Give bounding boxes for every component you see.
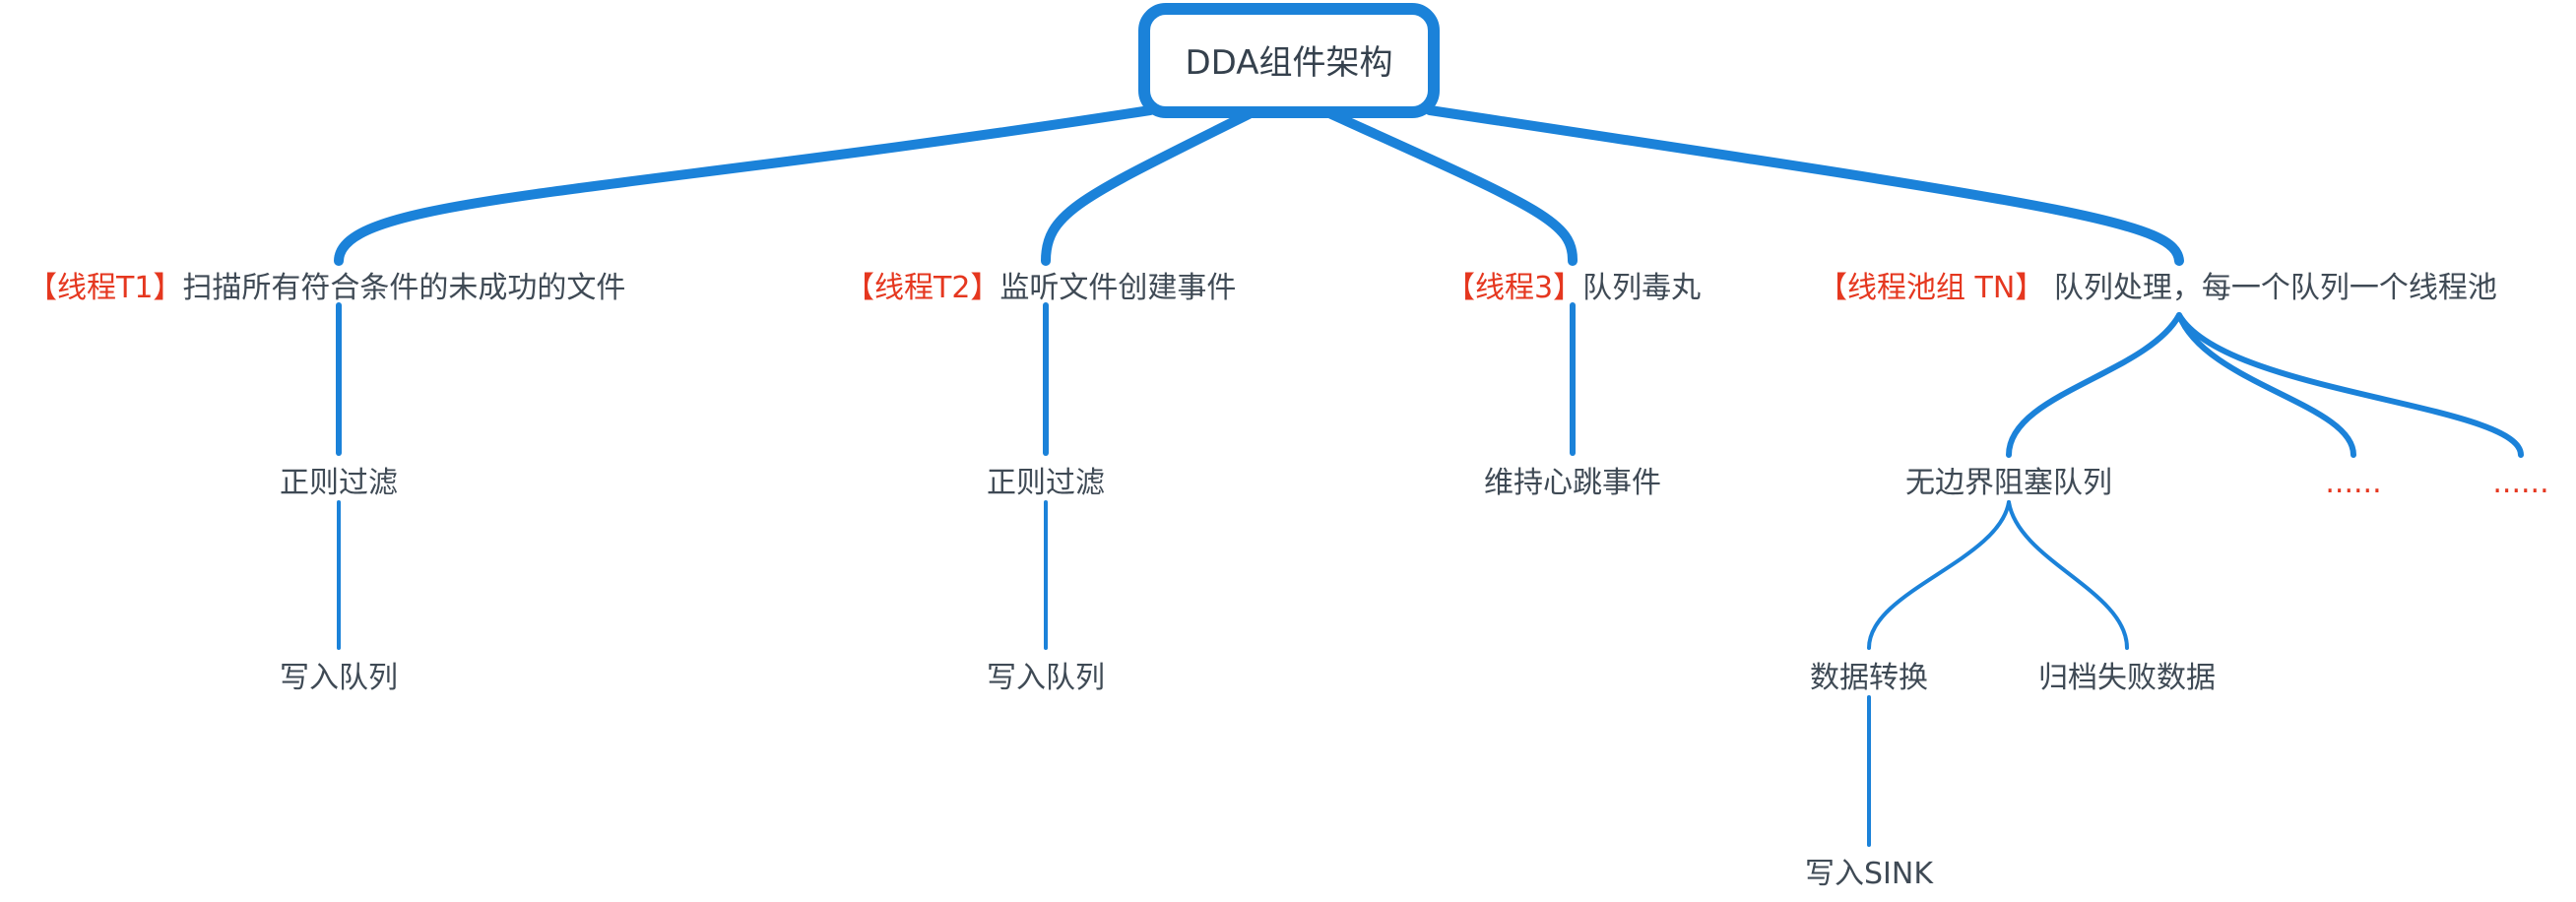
thread-t1-node: 【线程T1】扫描所有符合条件的未成功的文件 [28, 271, 625, 305]
t3-keep-heartbeat: 维持心跳事件 [1484, 466, 1661, 500]
tn-more-2: ...... [2492, 466, 2548, 500]
connector-root-t3 [1326, 109, 1578, 266]
thread-t3-node: 【线程3】队列毒丸 [1446, 271, 1701, 305]
tn-data-convert: 数据转换 [1810, 661, 1928, 695]
connector-tn-more-1 [2176, 312, 2356, 458]
connector-root-t2 [1041, 109, 1254, 266]
thread-t1-desc: 扫描所有符合条件的未成功的文件 [182, 271, 625, 305]
connector-tn-queue [2006, 312, 2182, 458]
tn-write-sink: 写入SINK [1805, 857, 1934, 891]
t1-regex-filter: 正则过滤 [280, 466, 398, 500]
connector-root-tn [1425, 105, 2184, 266]
thread-t2-tag: 【线程T2】 [845, 271, 999, 305]
thread-t1-tag: 【线程T1】 [28, 271, 182, 305]
thread-tn-tag: 【线程池组 TN】 [1818, 271, 2044, 305]
connector-root-t1 [334, 105, 1155, 266]
tn-more-1: ...... [2325, 466, 2381, 500]
t2-write-queue: 写入队列 [987, 661, 1105, 695]
connector-queue-convert [1867, 500, 2011, 650]
connectors [334, 105, 2524, 847]
thread-tn-desc: 队列处理，每一个队列一个线程池 [2044, 271, 2497, 305]
t2-regex-filter: 正则过滤 [987, 466, 1105, 500]
thread-t3-desc: 队列毒丸 [1582, 271, 1701, 305]
thread-tn-node: 【线程池组 TN】 队列处理，每一个队列一个线程池 [1818, 271, 2497, 305]
root-node-label: DDA组件架构 [1185, 43, 1392, 83]
root-node: DDA组件架构 [1138, 3, 1440, 118]
root-node-box [1138, 3, 1440, 118]
connector-queue-archive [2007, 500, 2129, 650]
connector-tn-more-2 [2176, 312, 2524, 458]
tn-unbounded-queue: 无边界阻塞队列 [1905, 466, 2112, 500]
tn-archive-failed: 归档失败数据 [2038, 661, 2216, 695]
t1-write-queue: 写入队列 [280, 661, 398, 695]
thread-t3-tag: 【线程3】 [1446, 271, 1582, 305]
thread-t2-node: 【线程T2】监听文件创建事件 [845, 271, 1236, 305]
thread-t2-desc: 监听文件创建事件 [999, 271, 1236, 305]
